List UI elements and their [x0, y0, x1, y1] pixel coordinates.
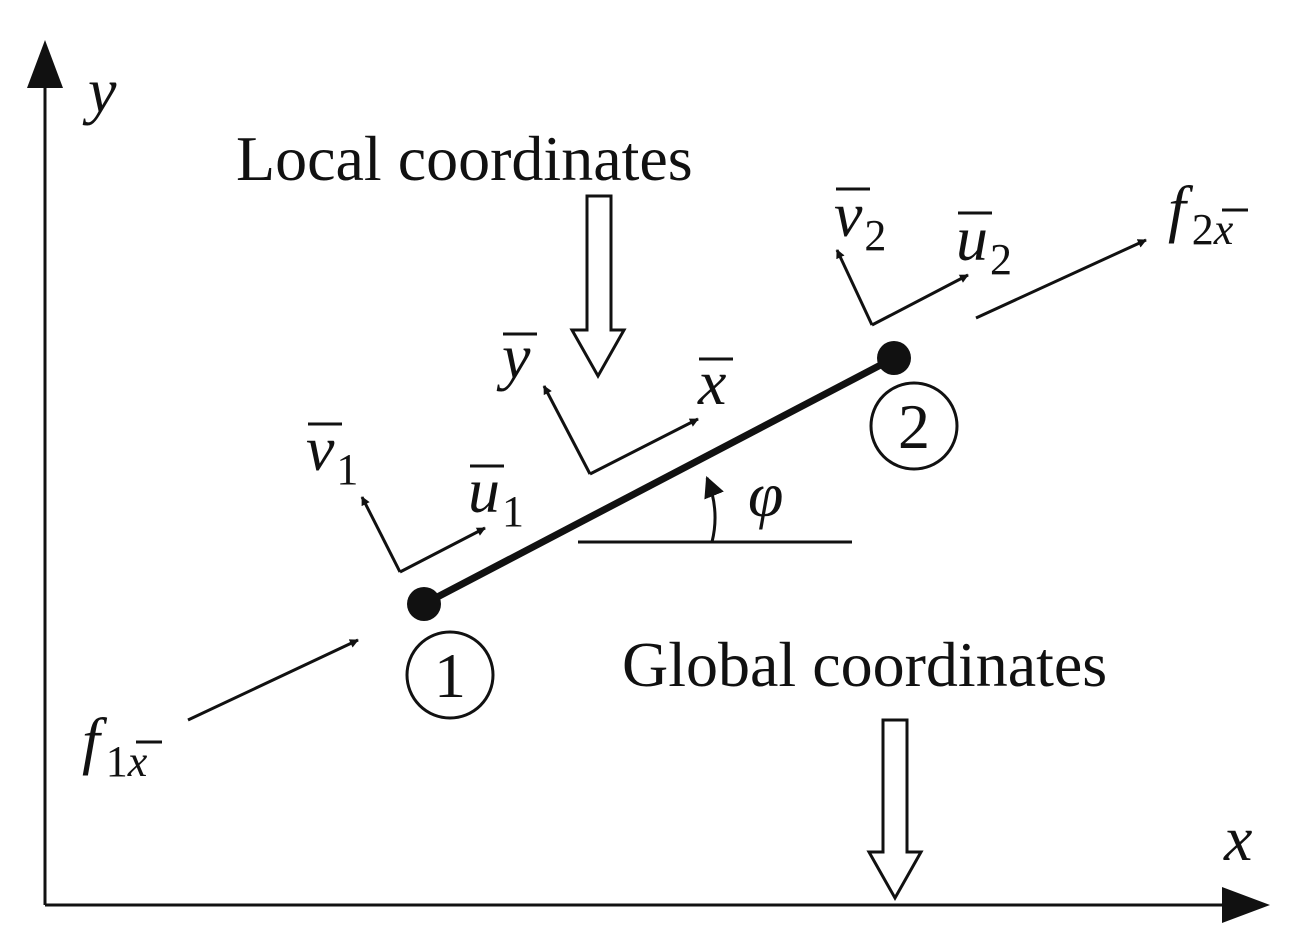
global-x-label: x	[1223, 803, 1252, 874]
local-axes: x y	[496, 321, 733, 476]
local-x-label: x	[697, 347, 726, 418]
v1-main: v	[306, 413, 335, 484]
f1x-force-arrow	[187, 638, 359, 722]
u2-arrow	[871, 273, 969, 327]
u2-subscript: 2	[990, 235, 1012, 284]
f2x-main: f	[1168, 173, 1194, 244]
u1-arrow	[399, 526, 486, 574]
local-x-axis	[589, 417, 699, 476]
v1-subscript: 1	[336, 445, 358, 494]
u1-subscript: 1	[502, 487, 524, 536]
local-coordinates-pointer-arrow	[569, 194, 627, 380]
v1-label: v1	[306, 413, 358, 494]
v2-subscript: 2	[864, 211, 886, 260]
phi-angle-arc	[704, 476, 724, 543]
local-y-axis	[542, 385, 592, 475]
f1x-main: f	[82, 705, 108, 776]
f1x-subscript-variable: x	[127, 737, 148, 786]
phi-label: φ	[748, 459, 783, 530]
f2x-force-arrow	[975, 238, 1147, 320]
node-1-displacements: v1 u1	[306, 413, 524, 574]
global-y-label: y	[82, 55, 117, 126]
node-2-circle	[869, 381, 959, 471]
node-1-circle	[405, 630, 495, 720]
global-coordinates-label: Global coordinates	[622, 629, 1107, 700]
f1x-subscript-number: 1	[106, 737, 128, 786]
local-y-label: y	[496, 321, 531, 392]
node-2-displacements: v2 u2	[834, 179, 1012, 327]
global-x-arrowhead	[1222, 887, 1270, 923]
u1-label: u1	[468, 455, 524, 536]
global-coordinates-pointer-arrow	[866, 718, 924, 902]
v2-arrow	[835, 249, 874, 326]
truss-element-bar	[422, 354, 896, 608]
f2x-subscript-variable: x	[1213, 205, 1234, 254]
node-2-point	[877, 341, 911, 375]
f2x-subscript-number: 2	[1192, 205, 1214, 254]
v2-label: v2	[834, 179, 886, 260]
u2-main: u	[956, 203, 988, 274]
node-2-number: 2	[898, 391, 930, 462]
node-1-number: 1	[434, 640, 466, 711]
global-axes: y x	[27, 40, 1270, 923]
node-1-point	[407, 587, 441, 621]
u2-label: u2	[956, 203, 1012, 284]
local-coordinates-label: Local coordinates	[236, 123, 693, 194]
global-y-arrowhead	[27, 40, 63, 88]
v1-arrow	[360, 496, 402, 573]
u1-main: u	[468, 455, 500, 526]
v2-main: v	[834, 179, 863, 250]
